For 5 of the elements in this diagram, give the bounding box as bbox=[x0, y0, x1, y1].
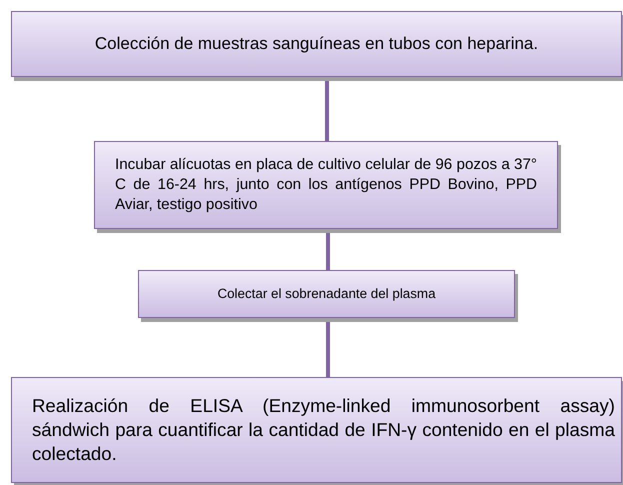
step-text: Incubar alícuotas en placa de cultivo celular de 96 pozos a 37° C de 16-24 hrs, junto con los antígenos PPD Bovino, PPD Aviar, testigo positivo bbox=[115, 155, 537, 215]
step-text: Realización de ELISA (Enzyme-linked immunosorbent assay) sándwich para cuantificar la cantidad de IFN-γ contenido en el plasma colectado. bbox=[32, 394, 615, 466]
step-text: Colectar el sobrenadante del plasma bbox=[216, 285, 437, 303]
process-box bbox=[11, 377, 622, 483]
step-text: Colección de muestras sanguíneas en tubos con heparina. bbox=[94, 32, 540, 55]
